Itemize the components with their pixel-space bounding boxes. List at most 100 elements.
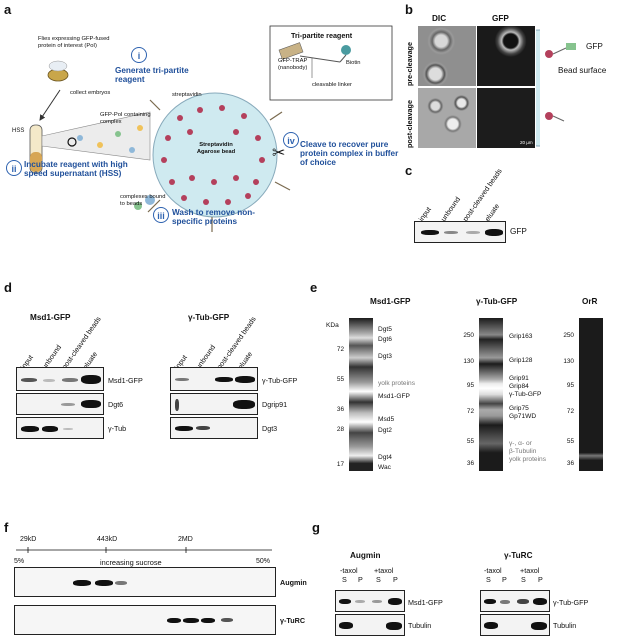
g-right-lane-3: S [521,575,526,584]
hss-cone [41,111,151,161]
g-right-blot-1 [480,590,550,612]
e-gel1-mw-17: 17 [336,461,344,468]
g-right-blot-2 [480,614,550,636]
f-blot-gturc [14,605,276,635]
label-complex: GFP-PoI containing complex [100,112,151,125]
bead-surface-diagram [536,29,576,147]
panel-d-letter: d [4,280,12,295]
e-gel1-mw-55: 55 [336,376,344,383]
panel-f-letter: f [4,520,9,535]
e-gel2-band-gtub: γ-Tub-GFP [509,391,542,398]
d-right-row-3: Dgt3 [262,424,278,433]
g-left-row-1: Msd1-GFP [408,598,443,607]
d-left-blot-3 [16,417,104,439]
e-gel3-mw-95: 95 [566,382,574,389]
d-right-blot-1 [170,367,258,391]
scissors-icon: ✂ [272,145,285,162]
e-gel2-band-grip128: Grip128 [509,357,533,364]
step-ii-badge: ii [6,160,22,176]
f-row-gturc: γ-TuRC [280,616,306,625]
f-marker-29kd: 29kD [20,536,37,543]
reagent-linker: cleavable linker [312,82,352,88]
g-left-blot-2 [335,614,405,636]
g-right-row-2: Tubulin [553,621,577,630]
e-gel3-mw-55: 55 [566,438,574,445]
step-i-badge: i [131,47,147,63]
reagent-gfp-trap: GFP-TRAP (nanobody) [278,58,308,71]
row-post-cleavage: post-cleavage [405,100,414,148]
dic-post-image [418,88,476,148]
step-ii-text: Incubate reagent with high speed superna… [24,160,128,178]
e-gel2-band-grip75: Grip75 [509,405,529,412]
e-gel2-band-yolk: yolk proteins [509,456,547,463]
g-left-blot-1 [335,590,405,612]
panel-b-letter: b [405,2,413,17]
e-gel1-band-wac: Wac [378,464,391,471]
d-right-row-1: γ-Tub-GFP [262,376,298,385]
f-axis-label: increasing sucrose [100,558,162,567]
e-gel2 [479,318,503,471]
col-dic: DIC [432,14,447,23]
e-gel3-mw-250: 250 [563,332,574,339]
d-right-row-2: Dgrip91 [262,400,288,409]
reagent-biotin: Biotin [346,60,361,66]
c-lane-unbound: unbound [438,194,463,223]
c-lane-eluate: eluate [482,201,502,223]
e-gel2-band-gp71wd: Gp71WD [509,413,537,420]
label-hss: HSS [12,128,25,134]
f-right-pct: 50% [256,558,271,565]
c-blot [414,221,506,243]
g-right-cond-2: +taxol [520,566,540,575]
e-gel3-mw-72: 72 [566,408,574,415]
d-right-blot-2 [170,393,258,415]
e-gel1-band-msd5: Msd5 [378,416,395,423]
e-gel2-band-grip163: Grip163 [509,333,533,340]
f-axis [16,547,272,553]
col-gfp: GFP [492,14,509,23]
e-gel3 [579,318,603,471]
e-gel1-title: Msd1-GFP [370,297,411,306]
c-lane-postcleaved: post-cleaved beads [460,166,504,223]
f-marker-2md: 2MD [178,536,193,543]
e-gel2-mw-250: 250 [463,332,474,339]
g-left-lane-1: S [342,575,347,584]
reagent-box [269,25,393,101]
e-gel1-band-dgt4: Dgt4 [378,454,392,461]
panel-a-schematic: ✂ [29,25,393,232]
d-right-blot-3 [170,417,258,439]
d-left-title: Msd1-GFP [30,313,71,322]
step-iv-badge: iv [283,132,299,148]
d-left-row-3: γ-Tub [108,424,127,433]
g-left-cond-1: -taxol [340,566,358,575]
e-gel1-unit: KDa [326,322,339,329]
f-row-augmin: Augmin [280,578,307,587]
gfp-pre-image [477,26,535,86]
g-right-lane-4: P [538,575,543,584]
label-flies: Flies expressing GFP-fused protein of in… [38,36,110,49]
e-gel3-mw-36: 36 [566,460,574,467]
g-right-row-1: γ-Tub-GFP [553,598,589,607]
e-gel3-mw-130: 130 [563,358,574,365]
e-gel2-mw-95: 95 [466,382,474,389]
panel-e-letter: e [310,280,318,295]
e-gel2-band-grip91: Grip91 [509,375,529,382]
streptavidin-bead [152,92,278,218]
d-left-blot-1 [16,367,104,391]
bead-dots [161,105,265,205]
g-right-cond-1: -taxol [484,566,502,575]
e-gel1-band-yolk: yolk proteins [378,380,416,387]
e-gel2-band-tub2: β-Tubulin [509,448,537,455]
g-left-lane-4: P [393,575,398,584]
label-streptavidin: streptavidin [172,92,202,98]
g-right-lane-1: S [486,575,491,584]
f-marker-443kd: 443kD [97,536,118,543]
e-gel2-mw-130: 130 [463,358,474,365]
e-gel1-band-dgt2: Dgt2 [378,427,392,434]
c-row-gfp: GFP [510,227,527,236]
row-pre-cleavage: pre-cleavage [405,42,414,86]
d-right-title: γ-Tub-GFP [188,313,230,322]
e-gel1-band-dgt6: Dgt6 [378,336,392,343]
bead-surface-label: Bead surface [558,66,607,75]
f-left-pct: 5% [14,558,25,565]
panel-a-letter: a [4,2,12,17]
